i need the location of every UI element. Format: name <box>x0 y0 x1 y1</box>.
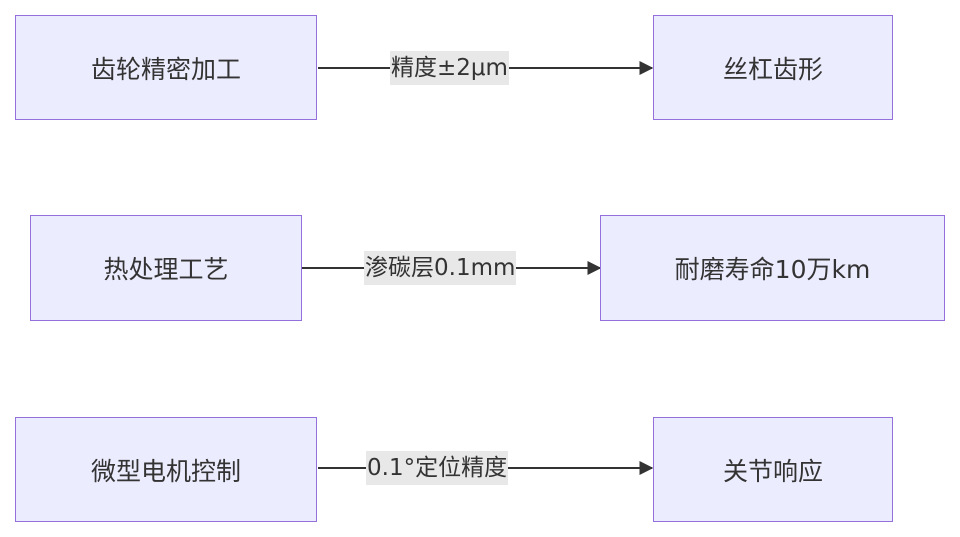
node-gear-precision-machining[interactable]: 齿轮精密加工 <box>15 15 317 120</box>
edge-1-label: 精度±2μm <box>390 51 509 85</box>
node-micro-motor-control[interactable]: 微型电机控制 <box>15 417 317 522</box>
node-wear-life[interactable]: 耐磨寿命10万km <box>600 215 945 321</box>
edge-3-label: 0.1°定位精度 <box>366 451 509 485</box>
node-screw-tooth-profile[interactable]: 丝杠齿形 <box>653 15 893 120</box>
node-heat-treatment[interactable]: 热处理工艺 <box>30 215 302 321</box>
edge-2-label: 渗碳层0.1mm <box>364 251 517 285</box>
node-joint-response[interactable]: 关节响应 <box>653 417 893 522</box>
